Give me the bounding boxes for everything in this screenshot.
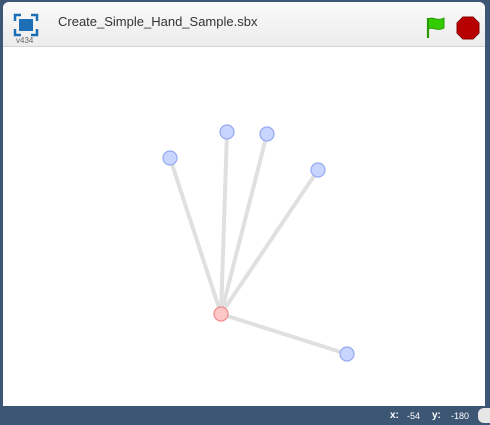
fullscreen-icon[interactable] [13, 13, 39, 37]
stage-resize-handle[interactable] [478, 408, 490, 423]
player-topbar: v434 Create_Simple_Hand_Sample.sbx [3, 2, 485, 47]
finger-bone [219, 132, 269, 316]
project-title: Create_Simple_Hand_Sample.sbx [58, 14, 258, 29]
finger-bone [219, 130, 229, 316]
finger-bone [168, 156, 223, 316]
fingertip-4[interactable] [310, 162, 326, 178]
mouse-y-label: y: [432, 410, 441, 421]
version-label: v434 [16, 36, 34, 45]
palm-joint[interactable] [213, 306, 229, 322]
finger-bone [219, 168, 320, 316]
stage-player: v434 Create_Simple_Hand_Sample.sbx [3, 2, 485, 406]
fingertip-5[interactable] [339, 346, 355, 362]
fingertip-1[interactable] [162, 150, 178, 166]
finger-bone [219, 312, 349, 356]
green-flag-icon[interactable] [424, 15, 448, 39]
stage-canvas[interactable] [3, 47, 485, 406]
stop-sign-icon[interactable] [456, 16, 480, 40]
mouse-x-label: x: [390, 410, 399, 421]
mouse-y-value: -180 [451, 411, 470, 421]
fingertip-2[interactable] [219, 124, 235, 140]
mouse-x-value: -54 [407, 411, 421, 421]
hand-drawing [162, 124, 355, 362]
fingertip-3[interactable] [259, 126, 275, 142]
status-bar: x: -54 y: -180 [0, 406, 490, 425]
